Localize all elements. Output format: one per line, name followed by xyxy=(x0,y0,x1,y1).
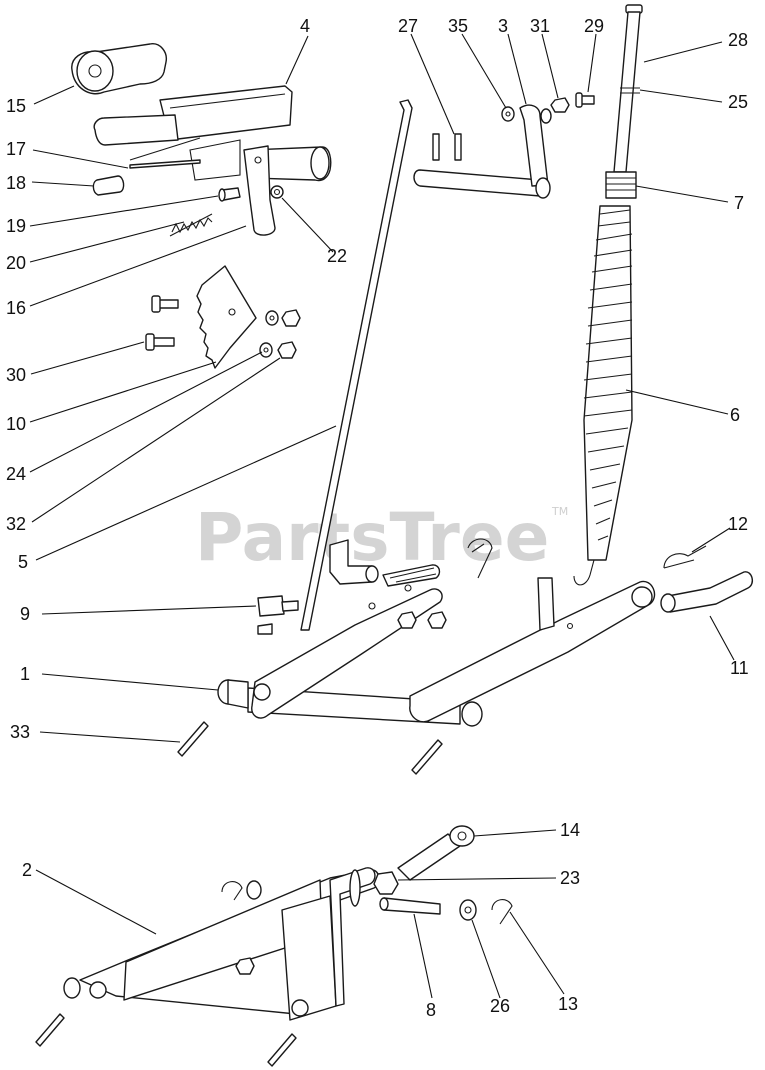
callout-19: 19 xyxy=(6,216,26,236)
callout-29: 29 xyxy=(584,16,604,36)
callout-3: 3 xyxy=(498,16,508,36)
pins-27 xyxy=(432,133,462,161)
callout-18: 18 xyxy=(6,173,26,193)
cotter-pins-lower xyxy=(35,1013,297,1067)
clip-12 xyxy=(663,545,707,569)
callout-30: 30 xyxy=(6,365,26,385)
nut-31 xyxy=(550,97,570,113)
callout-16: 16 xyxy=(6,298,26,318)
clip-13 xyxy=(491,899,513,925)
callout-11: 11 xyxy=(730,658,749,678)
rod-28 xyxy=(613,4,643,173)
callout-14: 14 xyxy=(560,820,580,840)
spring-6 xyxy=(573,205,633,586)
sector-plate-10 xyxy=(196,265,257,369)
callout-25: 25 xyxy=(728,92,748,112)
callout-12: 12 xyxy=(728,514,748,534)
callout-2: 2 xyxy=(22,860,32,880)
callout-17: 17 xyxy=(6,139,26,159)
bolt-30-upper xyxy=(151,295,179,313)
frame-2 xyxy=(63,867,380,1021)
callout-20: 20 xyxy=(6,253,26,273)
callout-31: 31 xyxy=(530,16,550,36)
washers-24 xyxy=(259,310,279,358)
bolt-30 xyxy=(145,333,175,351)
callout-33: 33 xyxy=(10,722,30,742)
watermark: PartsTree xyxy=(195,499,549,576)
callout-9: 9 xyxy=(20,604,30,624)
washer-31b xyxy=(540,108,552,124)
callout-27: 27 xyxy=(398,16,418,36)
bent-rod-11 xyxy=(660,571,754,613)
callout-35: 35 xyxy=(448,16,468,36)
spring-20 xyxy=(169,213,213,237)
callout-13: 13 xyxy=(558,994,578,1014)
nuts-upper-arm xyxy=(397,611,447,629)
callout-6: 6 xyxy=(730,405,740,425)
watermark-trademark: TM xyxy=(551,505,568,518)
crank-3 xyxy=(413,104,551,199)
rod-5 xyxy=(300,99,413,631)
callout-28: 28 xyxy=(728,30,748,50)
collar-7 xyxy=(605,171,637,199)
fitting-9 xyxy=(257,595,299,635)
callout-32: 32 xyxy=(6,514,26,534)
callout-15: 15 xyxy=(6,96,26,116)
tube-elbow xyxy=(329,539,379,585)
hairpin-clip xyxy=(467,538,493,579)
leader-lines xyxy=(29,33,735,999)
callout-numbers: 15 4 17 18 19 20 16 22 30 10 24 32 5 27 … xyxy=(6,16,749,1020)
rod-17 xyxy=(129,159,201,169)
callout-4: 4 xyxy=(300,16,310,36)
callout-7: 7 xyxy=(734,193,744,213)
cotter-pins-33 xyxy=(177,721,443,775)
handle-bracket xyxy=(93,85,332,182)
nuts-32 xyxy=(277,309,301,359)
bolt-29 xyxy=(575,92,595,108)
handle-grip xyxy=(71,43,167,95)
pin-8 xyxy=(379,897,441,915)
lift-shaft-1 xyxy=(217,679,483,727)
washer-26 xyxy=(459,899,477,921)
callout-1: 1 xyxy=(20,664,30,684)
lift-arm-right xyxy=(409,577,656,723)
pin-14 xyxy=(397,825,475,881)
pin-19 xyxy=(218,187,241,202)
nut-22 xyxy=(270,185,284,199)
callout-22: 22 xyxy=(327,246,347,266)
callout-8: 8 xyxy=(426,1000,436,1020)
washer-35 xyxy=(501,106,515,122)
spring-clip-upper xyxy=(382,564,441,587)
callout-24: 24 xyxy=(6,464,26,484)
handle-lever-16 xyxy=(243,145,276,236)
lift-arm-left xyxy=(251,584,443,719)
cap-18 xyxy=(92,175,125,196)
callout-23: 23 xyxy=(560,868,580,888)
nut-23 xyxy=(373,871,399,895)
callout-5: 5 xyxy=(18,552,28,572)
clip-washer-upper-left xyxy=(221,880,262,901)
callout-10: 10 xyxy=(6,414,26,434)
callout-26: 26 xyxy=(490,996,510,1016)
